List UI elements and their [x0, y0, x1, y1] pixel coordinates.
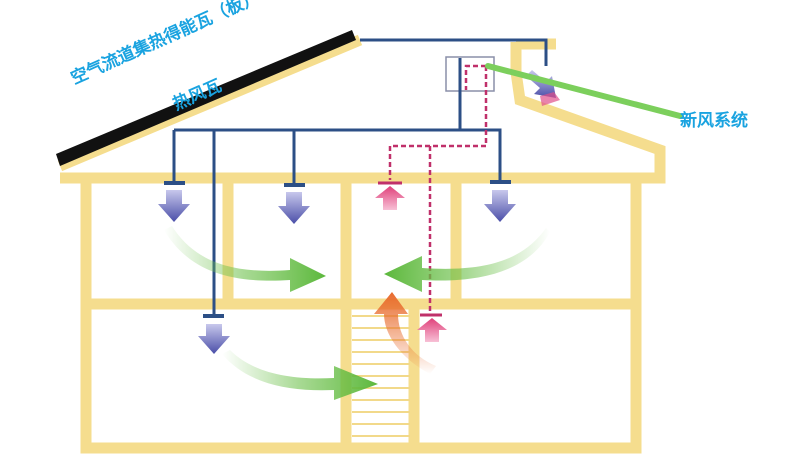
airflow-lower — [222, 350, 378, 400]
fresh-air-pointer — [485, 63, 683, 119]
outer-wall — [80, 178, 642, 454]
stair-warm-airflow — [374, 292, 436, 374]
supply-arrow-2 — [278, 192, 310, 224]
return-grilles — [378, 181, 442, 317]
supply-arrow-3 — [484, 190, 516, 222]
exhaust-arrow — [540, 92, 560, 106]
fresh-air-system-label: 新风系统 — [680, 111, 748, 131]
house-structure — [57, 34, 666, 454]
airflow-left-upper — [164, 226, 326, 292]
return-arrow-2 — [417, 318, 447, 342]
return-arrow-1 — [375, 186, 405, 210]
supply-arrow-1 — [158, 190, 190, 222]
diffusers — [164, 180, 511, 318]
gable-left — [57, 34, 363, 172]
supply-arrow-4 — [198, 324, 230, 354]
room-airflow — [164, 226, 550, 400]
supply-air-arrows — [158, 70, 556, 354]
return-air-arrows — [375, 92, 560, 342]
supply-ducts — [172, 38, 548, 314]
roof-tile — [56, 30, 356, 166]
return-ducts — [388, 64, 488, 312]
airflow-right-upper — [384, 228, 550, 292]
gable-right — [60, 42, 666, 184]
